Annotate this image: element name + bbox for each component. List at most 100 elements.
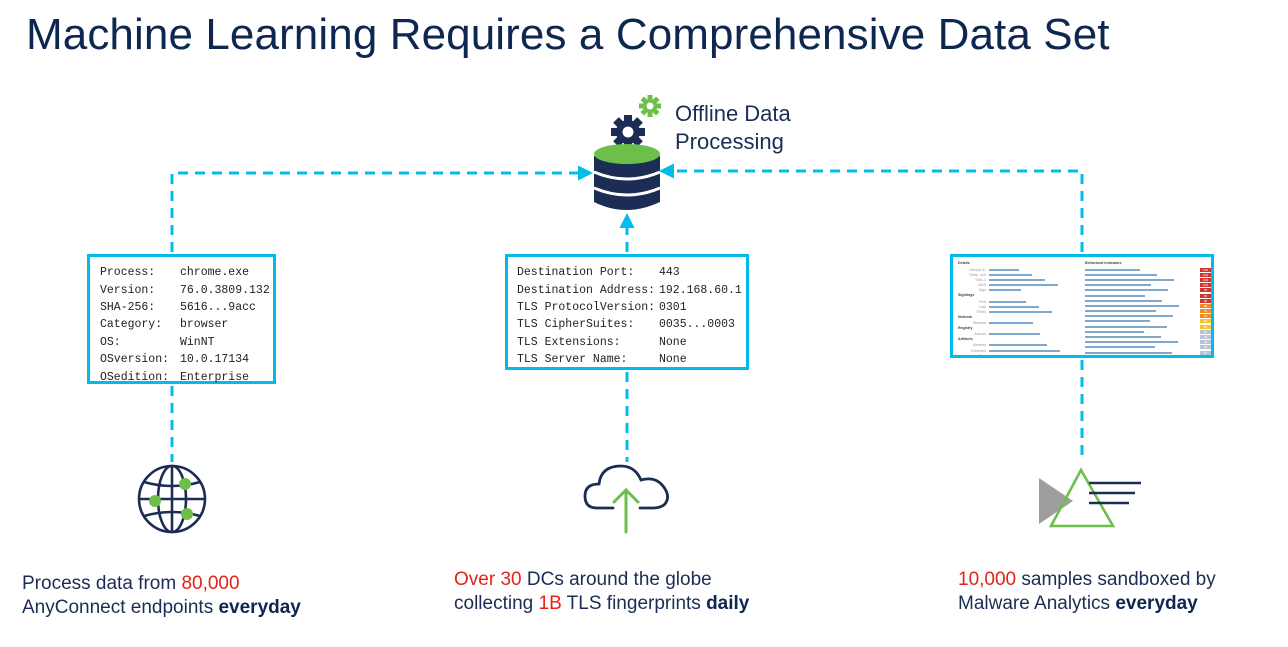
globe-network-icon — [137, 464, 207, 534]
details-row: Actions — [958, 332, 1080, 337]
details-key: Disk — [979, 353, 986, 358]
card-key: TLS CipherSuites: — [517, 318, 635, 332]
card-row: OS: WinNT — [100, 334, 273, 351]
card-row: Destination Port: 443 — [517, 264, 746, 281]
card-key: TLS Server Name: — [517, 353, 628, 367]
caption-highlight: 1B — [538, 593, 562, 614]
details-key: First — [979, 299, 986, 304]
indicator-row: 100 — [1085, 272, 1211, 277]
card-row: Process:chrome.exe — [100, 264, 273, 281]
indicator-score-badge: 15 — [1200, 350, 1211, 355]
card-key: Destination Port: — [517, 266, 635, 280]
indicator-row: 75 — [1085, 309, 1211, 314]
card-key: TLS ProtocolVersion: — [517, 300, 656, 314]
details-row: Times — [958, 309, 1080, 314]
indicator-title-placeholder — [1085, 336, 1161, 339]
caption-text: Process data from — [22, 573, 182, 594]
details-section-heading: Details — [958, 261, 970, 265]
indicator-score-badge: 20 — [1200, 345, 1211, 350]
details-value-placeholder — [989, 333, 1040, 336]
caption-text: Malware Analytics — [958, 593, 1116, 614]
indicator-score-badge: 40 — [1200, 329, 1211, 334]
indicator-row: 10 — [1085, 355, 1211, 358]
card-value: WinNT — [180, 335, 215, 349]
card-value: None — [659, 335, 687, 349]
card-row: TLS ProtocolVersion:0301 — [517, 299, 746, 316]
indicator-row: 80 — [1085, 303, 1211, 308]
card-value: None — [659, 353, 687, 367]
card-value: 5616...9acc — [180, 300, 256, 314]
card-value: 443 — [659, 266, 680, 280]
indicator-row: 90 — [1085, 298, 1211, 303]
card-key: TLS Extensions: — [517, 335, 621, 349]
indicator-score-badge: 100 — [1200, 272, 1211, 277]
indicator-title-placeholder — [1085, 289, 1168, 292]
indicator-title-placeholder — [1085, 299, 1162, 302]
details-key: SHA-1 — [975, 277, 986, 282]
caption-highlight: Over 30 — [454, 569, 522, 590]
indicator-row: 25 — [1085, 340, 1211, 345]
indicator-score-badge: 100 — [1200, 277, 1211, 282]
indicator-title-placeholder — [1085, 351, 1172, 354]
card-key: Category: — [100, 318, 163, 332]
details-section-heading: Registry — [958, 325, 973, 330]
card-row: OSedition: Enterprise — [100, 368, 273, 385]
indicator-row: 40 — [1085, 329, 1211, 334]
cloud-upload-icon — [583, 464, 669, 534]
caption-text: collecting — [454, 593, 539, 614]
details-value-placeholder — [989, 300, 1026, 303]
card-key: OSedition: — [100, 370, 170, 384]
details-key: Sample ID — [969, 267, 986, 272]
tls-fingerprint-card: Destination Port: 443 Destination Address… — [505, 254, 749, 370]
details-key: Static .exe — [969, 272, 986, 277]
indicator-title-placeholder — [1085, 341, 1178, 344]
card-row: TLS Server Name: None — [517, 351, 746, 368]
details-key: Actions — [974, 332, 986, 337]
card-key: OSversion: — [100, 353, 170, 367]
endpoint-caption: Process data from 80,000 AnyConnect endp… — [22, 572, 301, 620]
hub-label-line1: Offline Data — [675, 101, 791, 126]
indicator-title-placeholder — [1085, 284, 1151, 287]
caption-text: AnyConnect endpoints — [22, 597, 219, 618]
card-key: OS: — [100, 335, 121, 349]
details-value-placeholder — [989, 310, 1052, 313]
indicator-score-badge: 100 — [1200, 267, 1211, 272]
card-value: 192.168.60.1 — [659, 283, 742, 297]
details-key: Extracted — [970, 348, 986, 353]
card-value: Enterprise — [180, 370, 250, 384]
indicator-row: 95 — [1085, 293, 1211, 298]
indicator-score-badge: 25 — [1200, 340, 1211, 345]
tls-caption: Over 30 DCs around the globe collecting … — [454, 568, 749, 616]
card-row: SHA-256:5616...9acc — [100, 299, 273, 316]
indicator-row: 70 — [1085, 314, 1211, 319]
indicator-score-badge: 60 — [1200, 319, 1211, 324]
indicators-heading: Behavioral Indicators — [1085, 261, 1122, 265]
details-value-placeholder — [989, 278, 1045, 281]
indicator-row: 15 — [1085, 350, 1211, 355]
indicator-score-badge: 95 — [1200, 293, 1211, 298]
details-section-heading: Artifacts — [958, 336, 973, 341]
details-value-placeholder — [989, 268, 1019, 271]
card-value: 10.0.17134 — [180, 353, 250, 367]
indicator-score-badge: 95 — [1200, 288, 1211, 293]
indicator-score-badge: 70 — [1200, 314, 1211, 319]
details-row: MD5 — [958, 283, 1080, 288]
card-key: Destination Address: — [517, 283, 656, 297]
indicator-row: 50 — [1085, 324, 1211, 329]
indicator-row: 30 — [1085, 334, 1211, 340]
card-key: Process: — [100, 266, 156, 280]
caption-bold: daily — [706, 593, 750, 614]
details-value-placeholder — [989, 273, 1032, 276]
card-row: Category:browser — [100, 316, 273, 333]
indicator-row: 100 — [1085, 283, 1211, 288]
caption-text: samples sandboxed by — [1016, 569, 1216, 590]
connector-sandbox-to-hub — [659, 163, 1084, 252]
indicator-title-placeholder — [1085, 310, 1156, 313]
indicator-title-placeholder — [1085, 315, 1173, 318]
caption-text: TLS fingerprints — [561, 593, 707, 614]
connector-endpoint-to-hub — [170, 165, 593, 252]
details-row: Extracted — [958, 348, 1080, 353]
